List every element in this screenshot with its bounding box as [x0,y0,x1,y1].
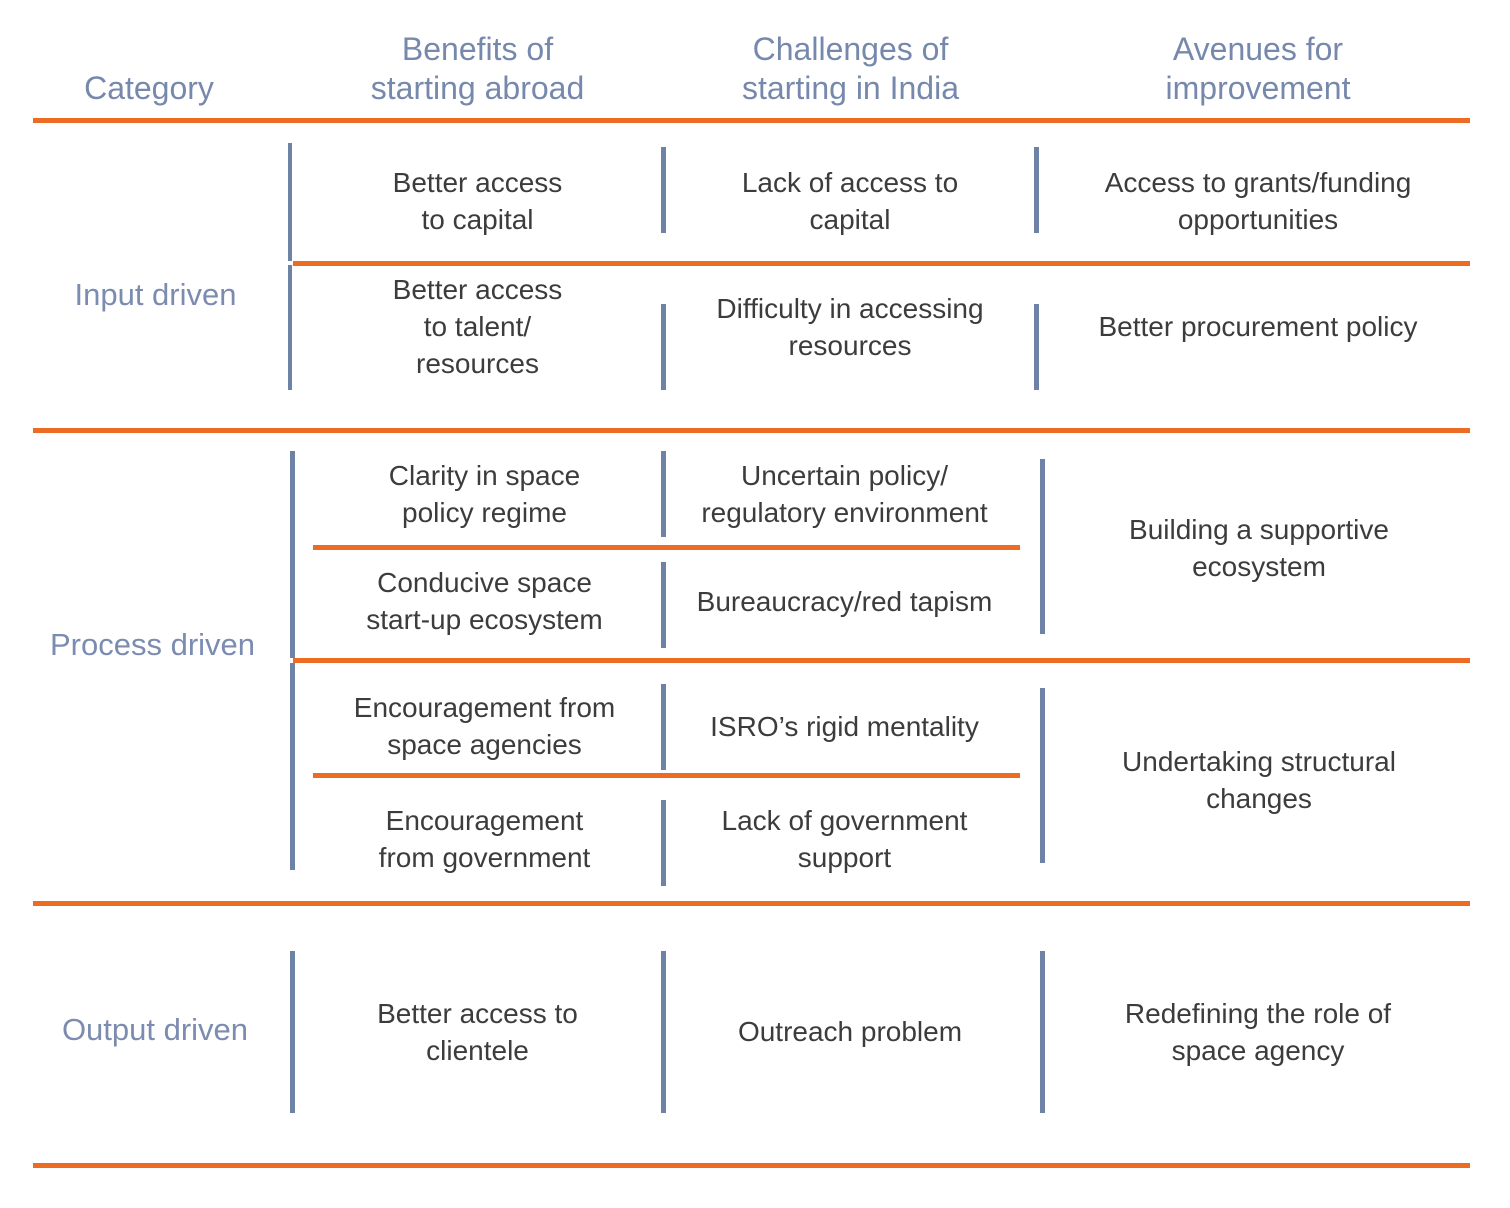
cell-divider [290,663,295,870]
cell-divider [290,451,295,658]
cell-divider [661,562,666,648]
cell-divider [290,951,295,1113]
table-cell-challenges: Lack of government support [721,805,968,873]
column-header-avenues: Avenues for improvement [1165,30,1351,106]
bottom-rule [33,1163,1470,1168]
table-cell-benefits: Conducive space start-up ecosystem [366,567,603,635]
table-cell-avenues: Access to grants/funding opportunities [1104,167,1412,235]
table-cell-challenges: ISRO’s rigid mentality [710,710,979,742]
row-rule-input-inner [293,261,1470,266]
group-rule-input [33,428,1470,433]
cell-divider [661,684,666,770]
table-cell-challenges: Uncertain policy/ regulatory environment [701,460,988,528]
cell-divider [1034,304,1039,390]
column-header-challenges: Challenges of starting in India [741,30,959,106]
table-cell-avenues-merged: Building a supportive ecosystem [1129,513,1389,582]
row-rule-process-middle [293,658,1470,663]
table-cell-challenges: Outreach problem [737,1016,963,1048]
cell-divider [661,304,666,390]
table-cell-challenges: Difficulty in accessing resources [716,292,984,361]
row-rule-process-block2 [313,773,1020,778]
table-cell-benefits: Better access to clientele [377,997,578,1066]
table-cell-benefits: Clarity in space policy regime [388,460,581,528]
header-rule [33,118,1470,123]
cell-divider [661,800,666,886]
column-header-category: Category [84,69,214,106]
table-cell-challenges: Lack of access to capital [741,167,959,235]
cell-divider [661,951,666,1113]
table-cell-challenges: Bureaucracy/red tapism [696,585,993,617]
table-cell-benefits: Encouragement from government [378,805,591,873]
table-cell-benefits: Encouragement from space agencies [353,692,616,760]
cell-divider [661,147,666,233]
column-header-benefits: Benefits of starting abroad [370,30,585,106]
category-label-process-driven: Process driven [49,626,256,662]
group-rule-process [33,901,1470,906]
row-rule-process-block1 [313,545,1020,550]
cell-divider [1040,951,1045,1113]
table-cell-avenues-merged: Undertaking structural changes [1122,745,1396,814]
cell-divider [288,143,292,261]
cell-divider [1040,688,1045,863]
category-label-input-driven: Input driven [74,276,237,312]
table-cell-benefits: Better access to capital [392,167,563,235]
cell-divider [288,265,292,390]
category-label-output-driven: Output driven [61,1011,249,1047]
table-cell-avenues: Redefining the role of space agency [1124,997,1392,1066]
table-cell-avenues: Better procurement policy [1098,311,1418,343]
cell-divider [1034,147,1039,233]
cell-divider [1040,459,1045,634]
cell-divider [661,451,666,537]
table-cell-benefits: Better access to talent/ resources [392,274,563,379]
